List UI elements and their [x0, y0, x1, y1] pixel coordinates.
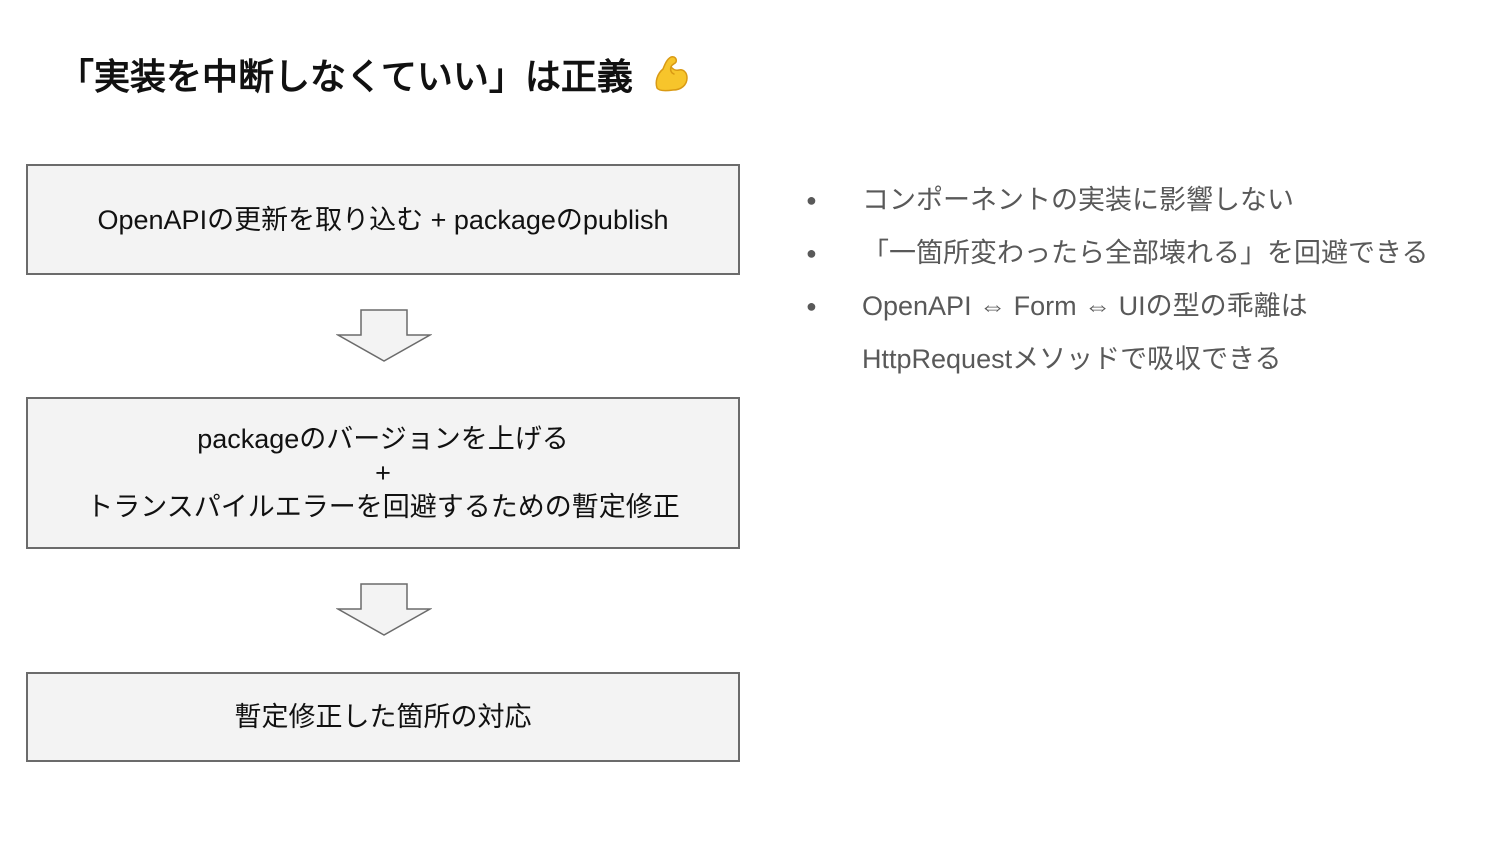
bullet-text: OpenAPI ⇔ Form ⇔ UIの型の乖離は	[862, 291, 1308, 321]
bullet-item: ● OpenAPI ⇔ Form ⇔ UIの型の乖離は HttpRequestメ…	[806, 280, 1486, 386]
bullet-item: ● 「一箇所変わったら全部壊れる」を回避できる	[806, 227, 1486, 280]
flow-step-3: 暫定修正した箇所の対応	[26, 672, 740, 762]
flow-step-2-plus: +	[375, 458, 391, 488]
bullet-dot-icon: ●	[806, 190, 817, 210]
flow-step-2-line-1: packageのバージョンを上げる	[197, 424, 569, 454]
bullet-list: ● コンポーネントの実装に影響しない ● 「一箇所変わったら全部壊れる」を回避で…	[806, 174, 1486, 386]
slide-title: 「実装を中断しなくていい」は正義	[58, 46, 693, 102]
flow-step-3-text: 暫定修正した箇所の対応	[234, 702, 532, 732]
bullet-text-continuation: HttpRequestメソッドで吸収できる	[862, 344, 1282, 374]
flexed-biceps-icon	[649, 52, 693, 96]
bullet-dot-icon: ●	[806, 243, 817, 263]
flow-step-1: OpenAPIの更新を取り込む + packageのpublish	[26, 164, 740, 275]
flow-step-2-line-2: トランスパイルエラーを回避するための暫定修正	[86, 492, 680, 522]
bullet-text: コンポーネントの実装に影響しない	[862, 185, 1294, 215]
flow-step-2: packageのバージョンを上げる + トランスパイルエラーを回避するための暫定…	[26, 397, 740, 549]
bullet-dot-icon: ●	[806, 296, 817, 316]
flow-step-1-text: OpenAPIの更新を取り込む + packageのpublish	[97, 204, 669, 235]
down-arrow-icon	[336, 309, 432, 362]
down-arrow-icon	[336, 583, 432, 636]
slide-title-text: 「実装を中断しなくていい」は正義	[58, 56, 633, 97]
bullet-item: ● コンポーネントの実装に影響しない	[806, 174, 1486, 227]
bullet-text: 「一箇所変わったら全部壊れる」を回避できる	[862, 238, 1429, 268]
